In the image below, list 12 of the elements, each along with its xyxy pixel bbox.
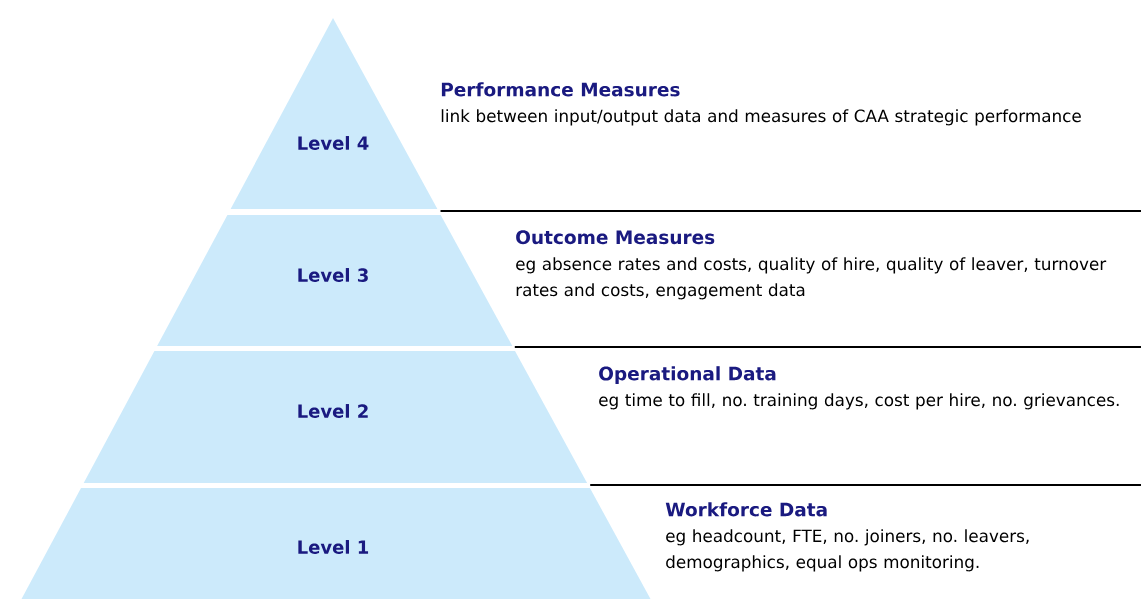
pyramid-level: Level 4 [230, 18, 438, 209]
level-heading: Performance Measures [441, 82, 680, 97]
level-heading: Outcome Measures [516, 230, 715, 245]
level-heading: Operational Data [599, 366, 776, 385]
level-description: eg headcount, FTE, no. joiners, no. leavers, demographics, equal ops monitoring. [666, 529, 1029, 572]
level-description: eg time to fill, no. training days, cost per hire, no. grievances. [599, 393, 1119, 410]
level-heading: Workforce Data [665, 502, 827, 517]
level-description: eg absence rates and costs, quality of hire, quality of leaver, turnover rates and costs, engagement data [516, 257, 1107, 300]
pyramid-level: Level 2 [83, 351, 588, 483]
level-description: link between input/output data and measures of CAA strategic performance [441, 109, 1081, 126]
pyramid-level: Level 3 [157, 215, 513, 346]
pyramid-level: Level 1 [21, 488, 651, 599]
